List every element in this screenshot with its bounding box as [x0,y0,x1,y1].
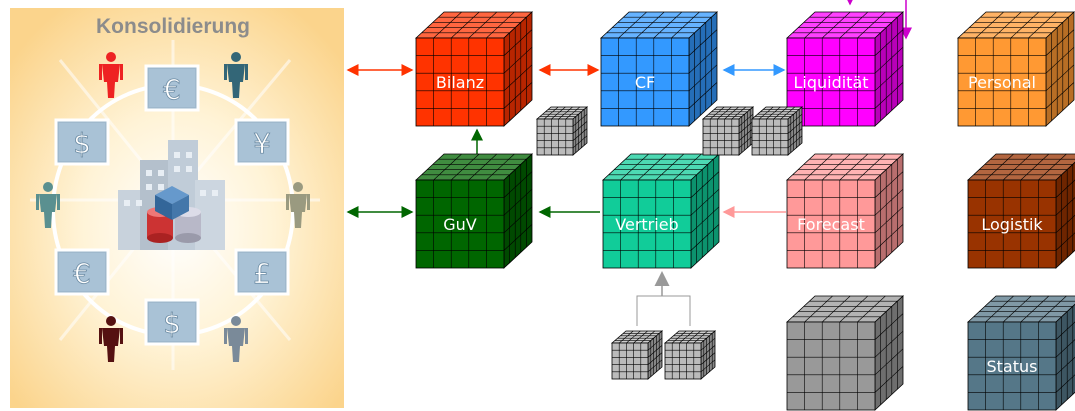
cube-status-label: Status [987,357,1038,376]
small-cube-2 [701,106,755,156]
cube-logistik-label: Logistik [981,215,1043,234]
person-icon [99,52,123,98]
small-cube-4 [610,330,664,380]
currency-tile: $ [54,118,110,166]
currency-tile: $ [144,298,200,346]
currency-symbol: € [73,257,91,290]
currency-tile: € [144,64,200,112]
currency-symbol: ¥ [253,127,271,160]
currency-tile: ¥ [234,118,290,166]
cube-status: Status [966,295,1075,411]
currency-tiles: € ¥ £ $ € $ [54,64,290,346]
person-icon [286,182,310,228]
currency-symbol: $ [163,307,181,340]
currency-symbol: $ [73,127,91,160]
cube-cf-label: CF [635,73,655,92]
cube-liquiditaet: Liquidität [785,11,905,127]
cube-vertrieb-label: Vertrieb [615,215,678,234]
panel-title: Konsolidierung [96,15,250,38]
bracket-small-cubes [636,295,691,326]
cube-bilanz-label: Bilanz [436,73,484,92]
cube-cf: CF [599,11,719,127]
cube-guv: GuV [414,153,534,269]
cube-forecast: Forecast [785,153,905,269]
consolidation-panel: Konsolidierung [10,8,344,408]
cube-vertrieb: Vertrieb [601,153,721,269]
currency-tile: € [54,248,110,296]
cube-guv-label: GuV [443,215,477,234]
data-cube-icon [155,186,189,220]
person-icon [224,316,248,362]
people-group [36,52,310,362]
currency-symbol: £ [253,257,271,290]
small-cube-1 [535,106,589,156]
cube-forecast-label: Forecast [797,215,865,234]
cube-bilanz: Bilanz [414,11,534,127]
person-icon [224,52,248,98]
cube-grau [785,295,905,411]
cube-personal: Personal [956,11,1075,127]
currency-tile: £ [234,248,290,296]
currency-symbol: € [163,73,181,106]
cube-liquiditaet-label: Liquidität [793,73,868,92]
person-icon [36,182,60,228]
small-cube-5 [663,330,717,380]
cube-personal-label: Personal [968,73,1036,92]
cube-logistik: Logistik [966,153,1075,269]
person-icon [99,316,123,362]
small-cube-3 [750,106,804,156]
